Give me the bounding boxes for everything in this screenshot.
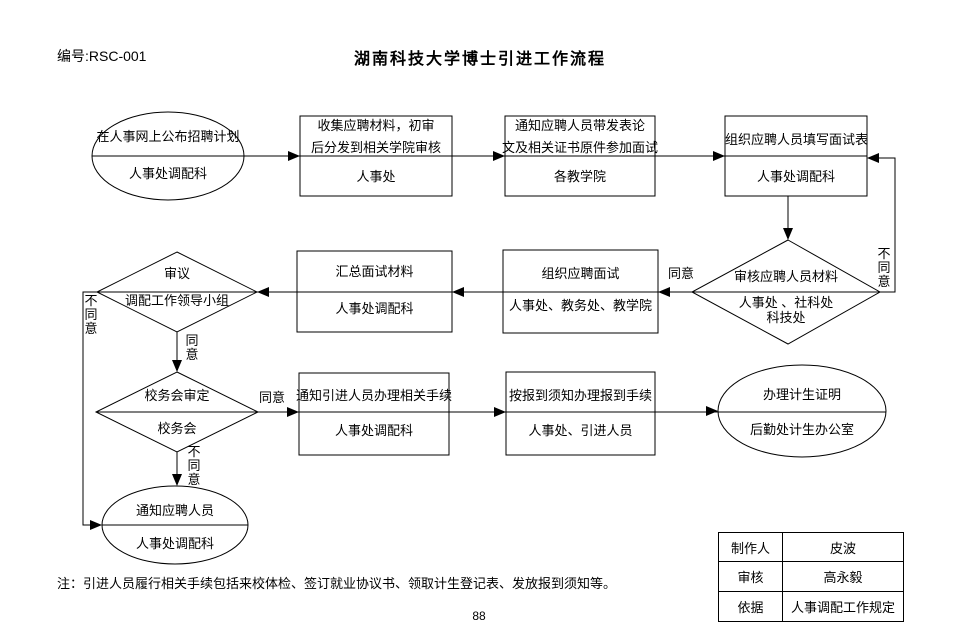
maker-table-label-2: 审核 xyxy=(719,562,783,592)
maker-table-label-3: 依据 xyxy=(719,591,783,621)
ellipse-family-planning xyxy=(717,364,887,458)
node-organize-interview-line1: 组织应聘面试 xyxy=(541,266,620,281)
node-collect-line3: 人事处 xyxy=(356,169,396,184)
connector-disagree-feedback xyxy=(869,157,896,293)
node-notify-interview-line2: 文及相关证书原件参加面试 xyxy=(501,140,658,155)
node-check-materials-line2: 人事处 、社科处 xyxy=(738,295,834,310)
arrowhead-into-notify-interview xyxy=(493,151,505,161)
arrowhead-into-notify-procedure xyxy=(287,407,299,417)
node-check-materials-line3: 科技处 xyxy=(766,310,806,325)
arrowhead-feedback-into-fill-form xyxy=(867,153,879,163)
arrowhead-into-summarize xyxy=(452,287,464,297)
node-notify-interview-line1: 通知应聘人员带发表论 xyxy=(514,118,645,133)
page-title: 湖南科技大学博士引进工作流程 xyxy=(353,51,606,68)
node-summarize-line2: 人事处调配科 xyxy=(335,301,414,316)
node-summarize-line1: 汇总面试材料 xyxy=(335,264,414,279)
node-family-planning-line2: 后勤处计生办公室 xyxy=(749,422,854,437)
arrowhead-into-family-planning xyxy=(706,406,718,416)
edge-label-disagree-council: 不同意 xyxy=(187,444,201,487)
node-publish-plan-line2: 人事处调配科 xyxy=(128,166,207,181)
rect-notify-procedure xyxy=(298,372,450,456)
edge-label-agree-materials: 同意 xyxy=(668,266,695,281)
node-notify-procedure-line2: 人事处调配科 xyxy=(334,423,413,438)
node-fill-form-line1: 组织应聘人员填写面试表 xyxy=(725,132,869,147)
edge-label-agree-leading: 同意 xyxy=(185,333,199,362)
edge-label-agree-council: 同意 xyxy=(259,390,286,405)
arrowhead-into-collect xyxy=(288,151,300,161)
node-council-review-line1: 校务会审定 xyxy=(144,388,210,403)
node-notify-applicant-line1: 通知应聘人员 xyxy=(135,503,214,518)
node-notify-procedure-line1: 通知引进人员办理相关手续 xyxy=(295,388,452,403)
node-fill-form-line2: 人事处调配科 xyxy=(756,169,835,184)
arrowhead-into-notify-applicant-left xyxy=(90,520,102,530)
connector-leading-disagree xyxy=(82,291,97,526)
arrowhead-into-checkin xyxy=(494,407,506,417)
node-publish-plan-line1: 在人事网上公布招聘计划 xyxy=(96,129,240,144)
maker-table-value-3: 人事调配工作规定 xyxy=(790,599,895,615)
arrowhead-into-council-review xyxy=(172,360,182,372)
edge-label-disagree-materials: 不同意 xyxy=(877,246,891,289)
edge-label-disagree-leading: 不同意 xyxy=(84,293,98,336)
arrowhead-into-organize-interview xyxy=(658,287,670,297)
node-collect-line2: 后分发到相关学院审核 xyxy=(310,140,441,155)
node-checkin-line1: 按报到须知办理报到手续 xyxy=(508,388,652,403)
node-check-materials-line1: 审核应聘人员材料 xyxy=(733,269,838,284)
maker-table: 制作人 皮波 审核 高永毅 依据 人事调配工作规定 xyxy=(718,532,904,622)
diamond-check-materials xyxy=(690,239,882,345)
footnote: 注：引进人员履行相关手续包括来校体检、签订就业协议书、领取计生登记表、发放报到须… xyxy=(57,576,617,591)
node-council-review-line2: 校务会 xyxy=(157,421,197,436)
arrowhead-into-leading-review xyxy=(257,287,269,297)
node-collect-line1: 收集应聘材料，初审 xyxy=(317,118,435,133)
node-family-planning-line1: 办理计生证明 xyxy=(762,387,841,402)
node-organize-interview-line2: 人事处、教务处、教学院 xyxy=(508,298,652,313)
arrowhead-into-notify-applicant-top xyxy=(172,474,182,486)
arrowhead-into-check-materials xyxy=(783,228,793,240)
arrowhead-into-fill-form xyxy=(713,151,725,161)
node-notify-applicant-line2: 人事处调配科 xyxy=(135,536,214,551)
rect-checkin xyxy=(505,371,656,456)
maker-table-value-2: 高永毅 xyxy=(783,562,903,592)
page-number: 88 xyxy=(472,609,486,623)
node-notify-interview-line3: 各教学院 xyxy=(553,169,606,184)
maker-table-label-1: 制作人 xyxy=(719,533,783,563)
node-leading-review-line2: 调配工作领导小组 xyxy=(124,293,229,308)
node-leading-review-line1: 审议 xyxy=(163,266,190,281)
node-checkin-line2: 人事处、引进人员 xyxy=(528,423,633,438)
maker-table-value-1: 皮波 xyxy=(783,533,903,563)
doc-number: 编号:RSC-001 xyxy=(57,48,147,64)
